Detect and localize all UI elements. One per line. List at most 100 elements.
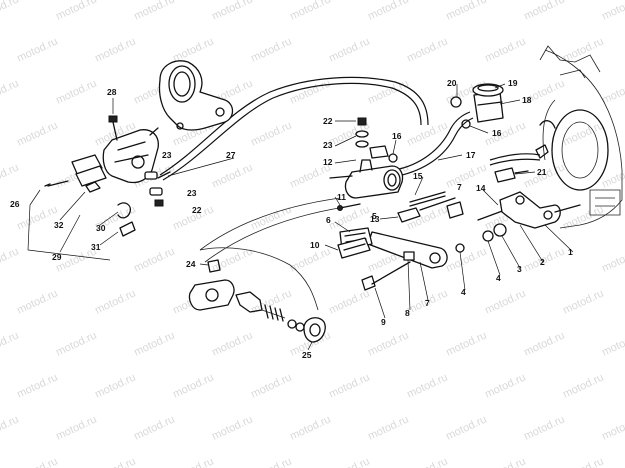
watermark-text: motod.ru bbox=[561, 455, 605, 468]
engine-casing bbox=[539, 45, 623, 229]
watermark-text: motod.ru bbox=[249, 371, 293, 400]
label-1: 1 bbox=[568, 247, 573, 257]
label-4b: 4 bbox=[461, 287, 466, 297]
watermark-text: motod.ru bbox=[405, 371, 449, 400]
part-labels: 28 26 32 29 30 31 23 23 22 27 22 23 12 1… bbox=[10, 78, 573, 360]
watermark-text: motod.ru bbox=[405, 455, 449, 468]
watermark-text: motod.ru bbox=[366, 413, 410, 442]
label-14: 14 bbox=[476, 183, 486, 193]
label-17: 17 bbox=[466, 150, 476, 160]
watermark-text: motod.ru bbox=[249, 35, 293, 64]
label-13: 13 bbox=[370, 214, 380, 224]
washer-3 bbox=[493, 223, 507, 237]
label-25: 25 bbox=[302, 350, 312, 360]
watermark-text: motod.ru bbox=[54, 77, 98, 106]
watermark-text: motod.ru bbox=[132, 0, 176, 23]
label-9: 9 bbox=[381, 317, 386, 327]
watermark-text: motod.ru bbox=[366, 0, 410, 23]
watermark-text: motod.ru bbox=[171, 371, 215, 400]
frame-outline bbox=[199, 197, 346, 311]
watermark-text: motod.ru bbox=[366, 329, 410, 358]
switch-hose-b bbox=[489, 158, 541, 166]
brake-pads-26 bbox=[44, 154, 107, 187]
watermark-text: motod.ru bbox=[210, 329, 254, 358]
watermark-text: motod.ru bbox=[132, 413, 176, 442]
bolt-9 bbox=[361, 261, 411, 291]
watermark-text: motod.ru bbox=[288, 77, 332, 106]
label-12: 12 bbox=[323, 157, 333, 167]
master-cylinder bbox=[329, 159, 404, 199]
watermark-text: motod.ru bbox=[444, 0, 488, 23]
watermark-text: motod.ru bbox=[561, 287, 605, 316]
push-rod-15 bbox=[409, 191, 464, 219]
watermark-text: motod.ru bbox=[0, 161, 21, 190]
label-11: 11 bbox=[337, 192, 346, 202]
label-7a: 7 bbox=[457, 182, 462, 192]
watermark-text: motod.ru bbox=[249, 455, 293, 468]
label-23a: 23 bbox=[162, 150, 172, 160]
watermark-text: motod.ru bbox=[15, 203, 59, 232]
label-3: 3 bbox=[517, 264, 522, 274]
watermark-text: motod.ru bbox=[15, 287, 59, 316]
watermark-text: motod.ru bbox=[600, 329, 625, 358]
watermark-text: motod.ru bbox=[288, 0, 332, 23]
label-4a: 4 bbox=[496, 273, 501, 283]
switch-hose bbox=[489, 153, 541, 161]
pedal-pad-10 bbox=[337, 237, 371, 259]
label-30: 30 bbox=[96, 223, 106, 233]
watermark-text: motod.ru bbox=[249, 203, 293, 232]
watermark-text: motod.ru bbox=[93, 287, 137, 316]
watermark-text: motod.ru bbox=[483, 455, 527, 468]
watermark-text: motod.ru bbox=[132, 245, 176, 274]
label-28: 28 bbox=[107, 87, 117, 97]
watermark-text: motod.ru bbox=[600, 161, 625, 190]
watermark-text: motod.ru bbox=[483, 287, 527, 316]
watermark-text: motod.ru bbox=[210, 413, 254, 442]
watermark-text: motod.ru bbox=[366, 77, 410, 106]
bolt-11 bbox=[339, 203, 361, 209]
bolt-14 bbox=[477, 209, 506, 221]
watermark-text: motod.ru bbox=[210, 161, 254, 190]
watermark-text: motod.ru bbox=[561, 119, 605, 148]
watermark-text: motod.ru bbox=[132, 329, 176, 358]
label-26: 26 bbox=[10, 199, 20, 209]
brake-hose-27 bbox=[159, 76, 429, 181]
watermark-text: motod.ru bbox=[522, 329, 566, 358]
watermark-text: motod.ru bbox=[600, 0, 625, 23]
watermark-text: motod.ru bbox=[0, 77, 21, 106]
label-32: 32 bbox=[54, 220, 64, 230]
label-22b: 22 bbox=[323, 116, 333, 126]
label-23b: 23 bbox=[187, 188, 197, 198]
pedal-bracket bbox=[499, 191, 581, 229]
label-6: 6 bbox=[326, 215, 331, 225]
washer-4b bbox=[455, 243, 465, 253]
watermark-text: motod.ru bbox=[171, 455, 215, 468]
clevis-13 bbox=[397, 207, 421, 223]
watermark-text: motod.ru bbox=[249, 119, 293, 148]
watermark-text: motod.ru bbox=[600, 245, 625, 274]
watermark-text: motod.ru bbox=[54, 329, 98, 358]
label-15: 15 bbox=[413, 171, 423, 181]
label-8: 8 bbox=[405, 308, 410, 318]
watermark-text: motod.ru bbox=[15, 371, 59, 400]
watermark-text: motod.ru bbox=[327, 35, 371, 64]
label-21: 21 bbox=[537, 167, 547, 177]
watermark-text: motod.ru bbox=[483, 119, 527, 148]
watermark-text: motod.ru bbox=[0, 413, 21, 442]
label-23c: 23 bbox=[323, 140, 333, 150]
caliper-fittings bbox=[144, 171, 171, 207]
watermark-text: motod.ru bbox=[600, 413, 625, 442]
reservoir bbox=[450, 83, 504, 129]
brake-switch-21 bbox=[494, 167, 529, 183]
label-16a: 16 bbox=[392, 131, 402, 141]
label-31: 31 bbox=[91, 242, 101, 252]
label-18: 18 bbox=[522, 95, 532, 105]
label-19: 19 bbox=[508, 78, 518, 88]
bleeder-30-31 bbox=[117, 202, 136, 237]
watermark-text: motod.ru bbox=[522, 0, 566, 23]
watermark-text: motod.ru bbox=[522, 413, 566, 442]
watermark-text: motod.ru bbox=[483, 35, 527, 64]
watermark-text: motod.ru bbox=[0, 0, 21, 23]
spacer-8 bbox=[403, 251, 415, 261]
